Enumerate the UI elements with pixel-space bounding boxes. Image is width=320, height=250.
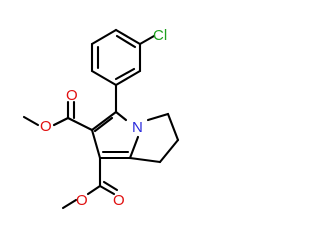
- bond: [98, 184, 116, 196]
- bond: [86, 184, 102, 196]
- bond: [128, 156, 162, 164]
- bond: [90, 110, 118, 132]
- ester-oxygen-lower-label: O: [76, 192, 88, 209]
- bond: [90, 128, 102, 160]
- molecule-structure-diagram: Cl N O O O O: [22, 27, 180, 210]
- double-bond-inner: [114, 67, 136, 81]
- carbonyl-oxygen-upper-label: O: [66, 87, 78, 104]
- ester-oxygen-upper-label: O: [40, 118, 52, 135]
- upper-ester-group: [22, 100, 94, 132]
- carbon-chlorine-bond: [138, 34, 156, 46]
- chlorine-atom-label: Cl: [153, 27, 167, 44]
- double-bond-inner: [115, 34, 137, 49]
- bond: [128, 135, 140, 160]
- bond: [114, 110, 128, 122]
- chlorophenyl-ring: [90, 28, 142, 87]
- methyl-bond: [61, 198, 78, 210]
- carbonyl-oxygen-lower-label: O: [113, 192, 125, 209]
- bond: [90, 69, 118, 87]
- lower-ester-group: [61, 156, 119, 210]
- bond: [114, 28, 142, 46]
- carbonyl-double-bond: [102, 180, 119, 192]
- pyrrole-ring: [90, 110, 140, 160]
- nitrogen-atom-label: N: [132, 119, 143, 136]
- bond: [166, 112, 180, 142]
- double-bond-inner: [93, 116, 114, 133]
- bond: [52, 116, 70, 127]
- bond: [90, 28, 118, 46]
- dihydro-ring: [128, 112, 180, 164]
- bond: [114, 69, 142, 87]
- bond: [158, 138, 180, 164]
- bond: [146, 112, 170, 122]
- methyl-bond: [22, 115, 40, 127]
- bond: [66, 116, 94, 132]
